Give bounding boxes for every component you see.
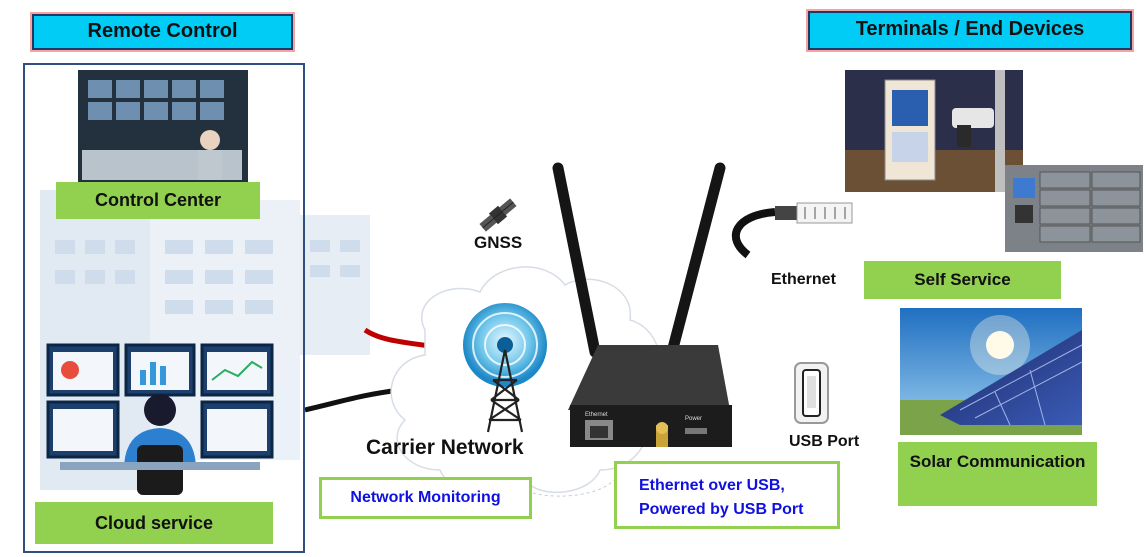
gnss-label: GNSS xyxy=(474,233,523,252)
red-cable xyxy=(363,327,431,349)
ethernet-label: Ethernet xyxy=(771,271,836,288)
router-power-label: Power xyxy=(685,416,702,422)
ethernet-over-usb-line2: Powered by USB Port xyxy=(639,501,804,518)
ethernet-over-usb-label: Ethernet over USB, Powered by USB Port xyxy=(614,461,840,529)
cell-tower-icon xyxy=(463,303,547,433)
cloud-service-label: Cloud service xyxy=(35,502,273,544)
self-service-image xyxy=(845,70,1143,252)
remote-control-header-text: Remote Control xyxy=(87,20,238,42)
black-cable xyxy=(304,387,401,413)
remote-control-header: Remote Control xyxy=(32,14,293,50)
carrier-network-label: Carrier Network xyxy=(366,436,524,459)
dashed-connector xyxy=(532,479,615,497)
satellite-icon xyxy=(479,198,517,232)
control-center-image xyxy=(78,70,248,185)
terminals-header: Terminals / End Devices xyxy=(808,11,1132,50)
self-service-label: Self Service xyxy=(864,261,1061,299)
terminals-header-text: Terminals / End Devices xyxy=(855,18,1085,40)
router-ethernet-label: Ethernet xyxy=(585,412,608,418)
solar-panel-image xyxy=(900,308,1083,435)
building-illustration xyxy=(40,190,370,490)
network-monitoring-label: Network Monitoring xyxy=(319,477,532,519)
ethernet-over-usb-line1: Ethernet over USB, xyxy=(639,477,785,494)
usb-port-icon xyxy=(794,362,829,424)
solar-communication-label: Solar Communication xyxy=(898,442,1097,506)
router-device: Ethernet Power xyxy=(552,162,732,447)
cloud-service-image xyxy=(46,343,274,495)
usb-port-label: USB Port xyxy=(789,433,860,450)
ethernet-cable-icon xyxy=(732,202,853,259)
control-center-label: Control Center xyxy=(56,182,260,219)
remote-control-panel xyxy=(23,63,305,553)
antenna-connector xyxy=(656,422,668,447)
